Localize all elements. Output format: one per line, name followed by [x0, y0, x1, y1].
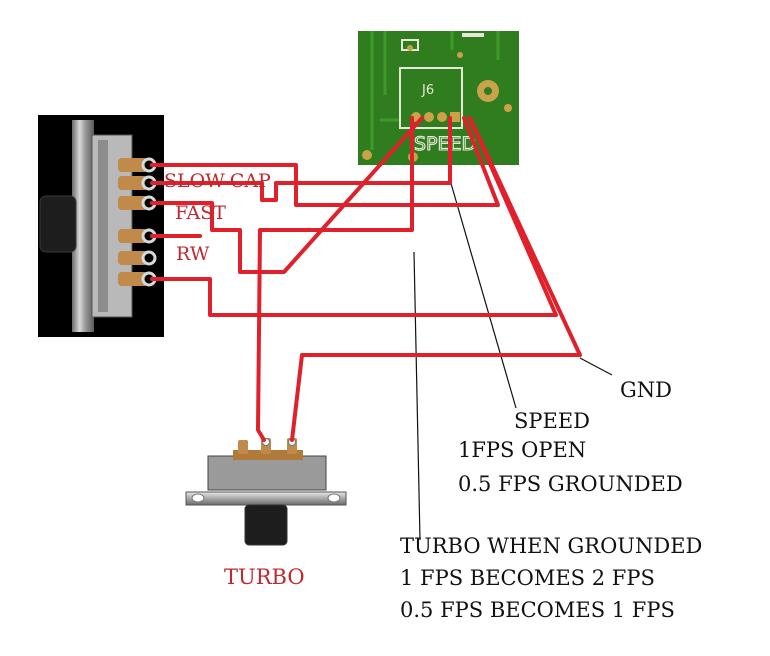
- wire-turbo-common: [256, 116, 414, 442]
- switch-lug: [118, 176, 148, 190]
- switch-body-shade: [98, 140, 108, 312]
- switch-lug: [118, 272, 148, 286]
- gnd-label: GND: [620, 378, 672, 402]
- pcb-via: [362, 150, 372, 160]
- leader-turbo: [413, 251, 421, 541]
- turbo-switch-plate: [185, 491, 347, 506]
- turbo-switch-lugs-base: [233, 450, 303, 460]
- switch-lug: [118, 158, 148, 172]
- switch-lug: [118, 251, 148, 265]
- fast-label: FAST: [175, 202, 226, 224]
- wire-turbo-gnd: [290, 116, 582, 442]
- pcb-via: [407, 45, 413, 51]
- switch-lug: [118, 196, 148, 210]
- wire-fast: [150, 116, 424, 274]
- turbo-switch-knob: [244, 504, 288, 546]
- pcb-pad: [437, 112, 447, 122]
- pcb-header-label: J6: [421, 83, 434, 98]
- rw-label: RW: [176, 243, 210, 265]
- pcb-pad-square: [450, 112, 460, 122]
- switch-lug: [118, 229, 148, 243]
- wires: [150, 116, 582, 442]
- slow-cap-label: SLOW-CAP: [164, 170, 271, 192]
- wire-rw-gnd: [150, 116, 558, 317]
- leader-lines: [413, 179, 613, 541]
- turbo-note-1fps: 1 FPS BECOMES 2 FPS: [400, 566, 655, 590]
- turbo-note-05fps: 0.5 FPS BECOMES 1 FPS: [400, 598, 675, 622]
- switch-knob: [39, 195, 77, 253]
- turbo-mount-hole: [327, 493, 341, 503]
- pcb-pad: [424, 112, 434, 122]
- switch-frame: [72, 120, 94, 332]
- turbo-label: TURBO: [224, 565, 305, 589]
- leader-gnd: [579, 357, 613, 376]
- pcb-speed-label: SPEED: [414, 133, 476, 155]
- pcb-via: [504, 104, 512, 112]
- pcb-silk-mark: [462, 33, 484, 37]
- speed-note-grounded: 0.5 FPS GROUNDED: [458, 472, 683, 496]
- switch-lug-hole: [141, 250, 157, 266]
- pcb-header-outline: [399, 67, 463, 129]
- turbo-switch-body: [207, 455, 327, 491]
- pcb-via: [457, 52, 463, 58]
- pcb-board: J6 SPEED: [358, 31, 519, 165]
- speed-note-open: 1FPS OPEN: [458, 438, 587, 462]
- pcb-trace: [370, 31, 500, 150]
- pcb-via-hole: [484, 87, 492, 95]
- turbo-note-grounded: TURBO WHEN GROUNDED: [400, 534, 703, 558]
- speed-label: SPEED: [514, 409, 591, 433]
- leader-speed: [449, 179, 517, 409]
- wire-slow-cap: [150, 116, 452, 202]
- wire-slow-cap-top: [150, 116, 500, 207]
- turbo-mount-hole: [191, 493, 205, 503]
- left-slide-switch: [38, 115, 164, 337]
- turbo-lug: [238, 440, 248, 454]
- turbo-slide-switch: [185, 438, 347, 546]
